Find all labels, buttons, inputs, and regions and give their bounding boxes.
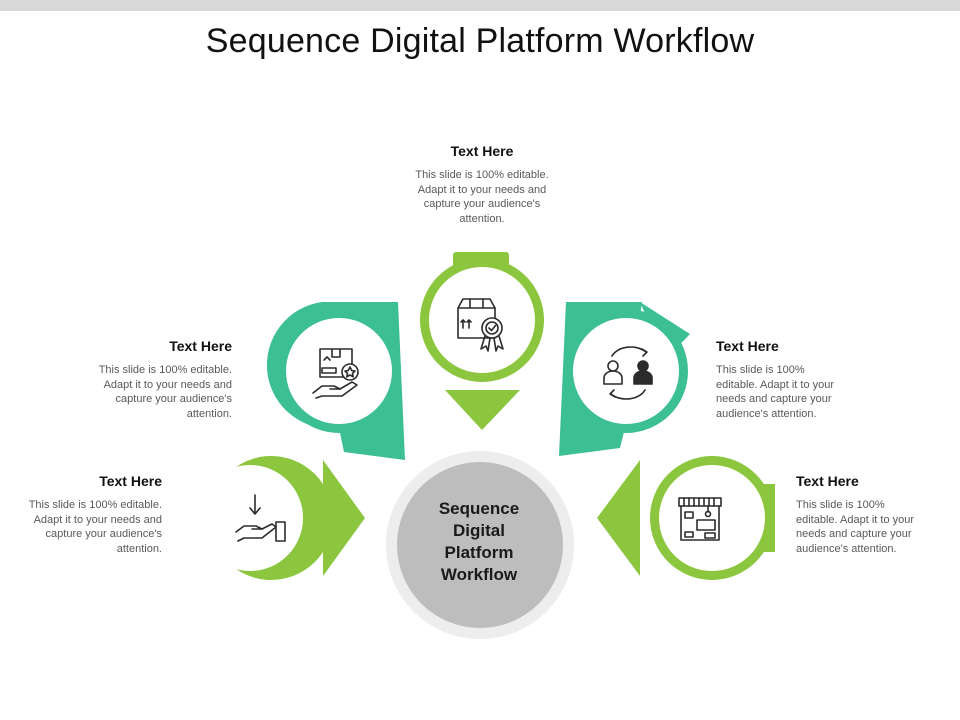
top-bar [0, 0, 960, 11]
step-5-description: This slide is 100% editable. Adapt it to… [796, 499, 915, 555]
center-hub [386, 451, 574, 639]
step-4-description: This slide is 100% editable. Adapt it to… [716, 364, 835, 420]
user-exchange-icon [603, 346, 653, 400]
center-label-line-3: Platform [444, 543, 514, 562]
center-label: Sequence Digital Platform Workflow [409, 498, 549, 586]
hand-receive-icon [235, 494, 286, 542]
storefront-icon [678, 497, 722, 541]
center-label-line-4: Workflow [440, 565, 518, 584]
step-4-text: Text Here This slide is 100% editable. A… [716, 338, 836, 421]
step-3-text: Text Here This slide is 100% editable. A… [407, 143, 557, 226]
product-in-hand-icon [312, 348, 359, 399]
step-1-text: Text Here This slide is 100% editable. A… [12, 473, 162, 556]
step-5-node [597, 456, 775, 580]
step-1-heading: Text Here [99, 473, 162, 489]
step-2-node [266, 302, 405, 460]
step-2-description: This slide is 100% editable. Adapt it to… [98, 364, 232, 420]
step-2-text: Text Here This slide is 100% editable. A… [82, 338, 232, 421]
step-3-heading: Text Here [450, 143, 514, 159]
step-3-node [420, 252, 544, 430]
center-label-line-2: Digital [453, 521, 505, 540]
step-4-node [559, 302, 690, 456]
step-3-description: This slide is 100% editable. Adapt it to… [415, 169, 549, 225]
slide-title: Sequence Digital Platform Workflow [205, 22, 755, 60]
box-quality-badge-icon [457, 298, 504, 352]
step-2-heading: Text Here [169, 338, 232, 354]
step-5-heading: Text Here [796, 473, 859, 489]
step-5-text: Text Here This slide is 100% editable. A… [796, 473, 916, 556]
step-1-description: This slide is 100% editable. Adapt it to… [28, 499, 162, 555]
step-1-node [197, 456, 365, 580]
center-label-line-1: Sequence [438, 499, 520, 518]
step-4-heading: Text Here [716, 338, 779, 354]
